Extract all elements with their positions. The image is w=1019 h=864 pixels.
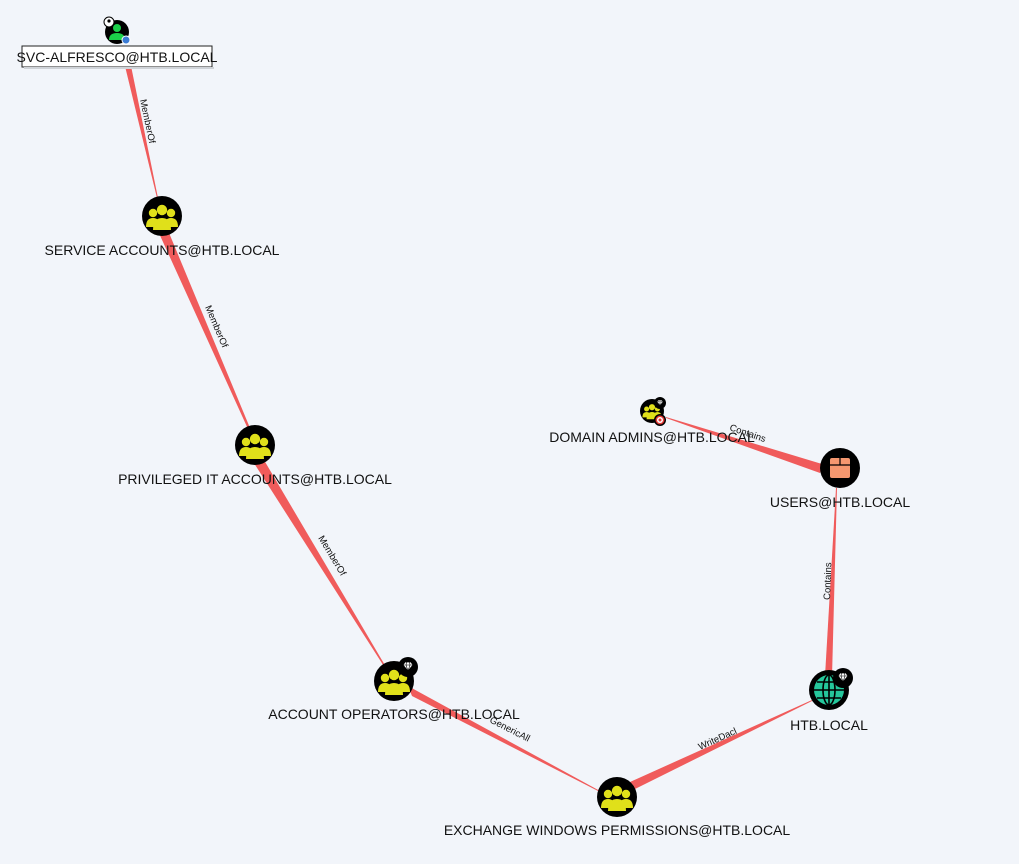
node-htb-local[interactable]: HTB.LOCAL [790,668,868,733]
node-label: EXCHANGE WINDOWS PERMISSIONS@HTB.LOCAL [444,822,791,838]
edges [124,61,837,792]
node-users[interactable]: USERS@HTB.LOCAL [770,448,910,510]
user-icon [109,24,125,40]
edge-privileged-to-account-operators[interactable] [252,455,386,668]
node-label: PRIVILEGED IT ACCOUNTS@HTB.LOCAL [118,471,392,487]
edge-svc-to-service-accounts[interactable] [124,61,158,198]
node-label: SERVICE ACCOUNTS@HTB.LOCAL [45,242,280,258]
globe-icon [814,674,844,706]
highlight-dot-icon [121,35,131,45]
node-account-operators[interactable]: ACCOUNT OPERATORS@HTB.LOCAL [268,657,520,722]
edge-service-to-privileged[interactable] [158,228,250,429]
node-label: HTB.LOCAL [790,717,868,733]
node-service-accounts[interactable]: SERVICE ACCOUNTS@HTB.LOCAL [45,196,280,258]
node-label: DOMAIN ADMINS@HTB.LOCAL [549,429,755,445]
edge-label-contains-1: Contains [822,562,834,600]
edge-account-operators-to-exchange[interactable] [408,686,600,792]
node-exchange-windows-permissions[interactable]: EXCHANGE WINDOWS PERMISSIONS@HTB.LOCAL [444,777,791,838]
diamond-icon [398,657,418,677]
edge-labels: MemberOf MemberOf MemberOf GenericAll Wr… [137,98,834,752]
diamond-icon [833,668,853,688]
target-icon [654,414,666,426]
node-domain-admins[interactable]: DOMAIN ADMINS@HTB.LOCAL [549,397,755,445]
owned-icon [103,16,115,28]
node-label: ACCOUNT OPERATORS@HTB.LOCAL [268,706,520,722]
ou-box-icon [830,458,850,478]
diamond-icon [654,397,666,409]
node-privileged-it-accounts[interactable]: PRIVILEGED IT ACCOUNTS@HTB.LOCAL [118,425,392,487]
edge-users-to-domain-admins[interactable] [666,417,822,473]
selected-label-shadow [24,67,214,69]
edge-htb-local-to-users[interactable] [825,488,837,677]
node-label: USERS@HTB.LOCAL [770,494,910,510]
node-svc-alfresco[interactable]: SVC-ALFRESCO@HTB.LOCAL [17,16,218,69]
node-label: SVC-ALFRESCO@HTB.LOCAL [17,49,218,65]
edge-exchange-to-htb-local[interactable] [630,700,812,790]
